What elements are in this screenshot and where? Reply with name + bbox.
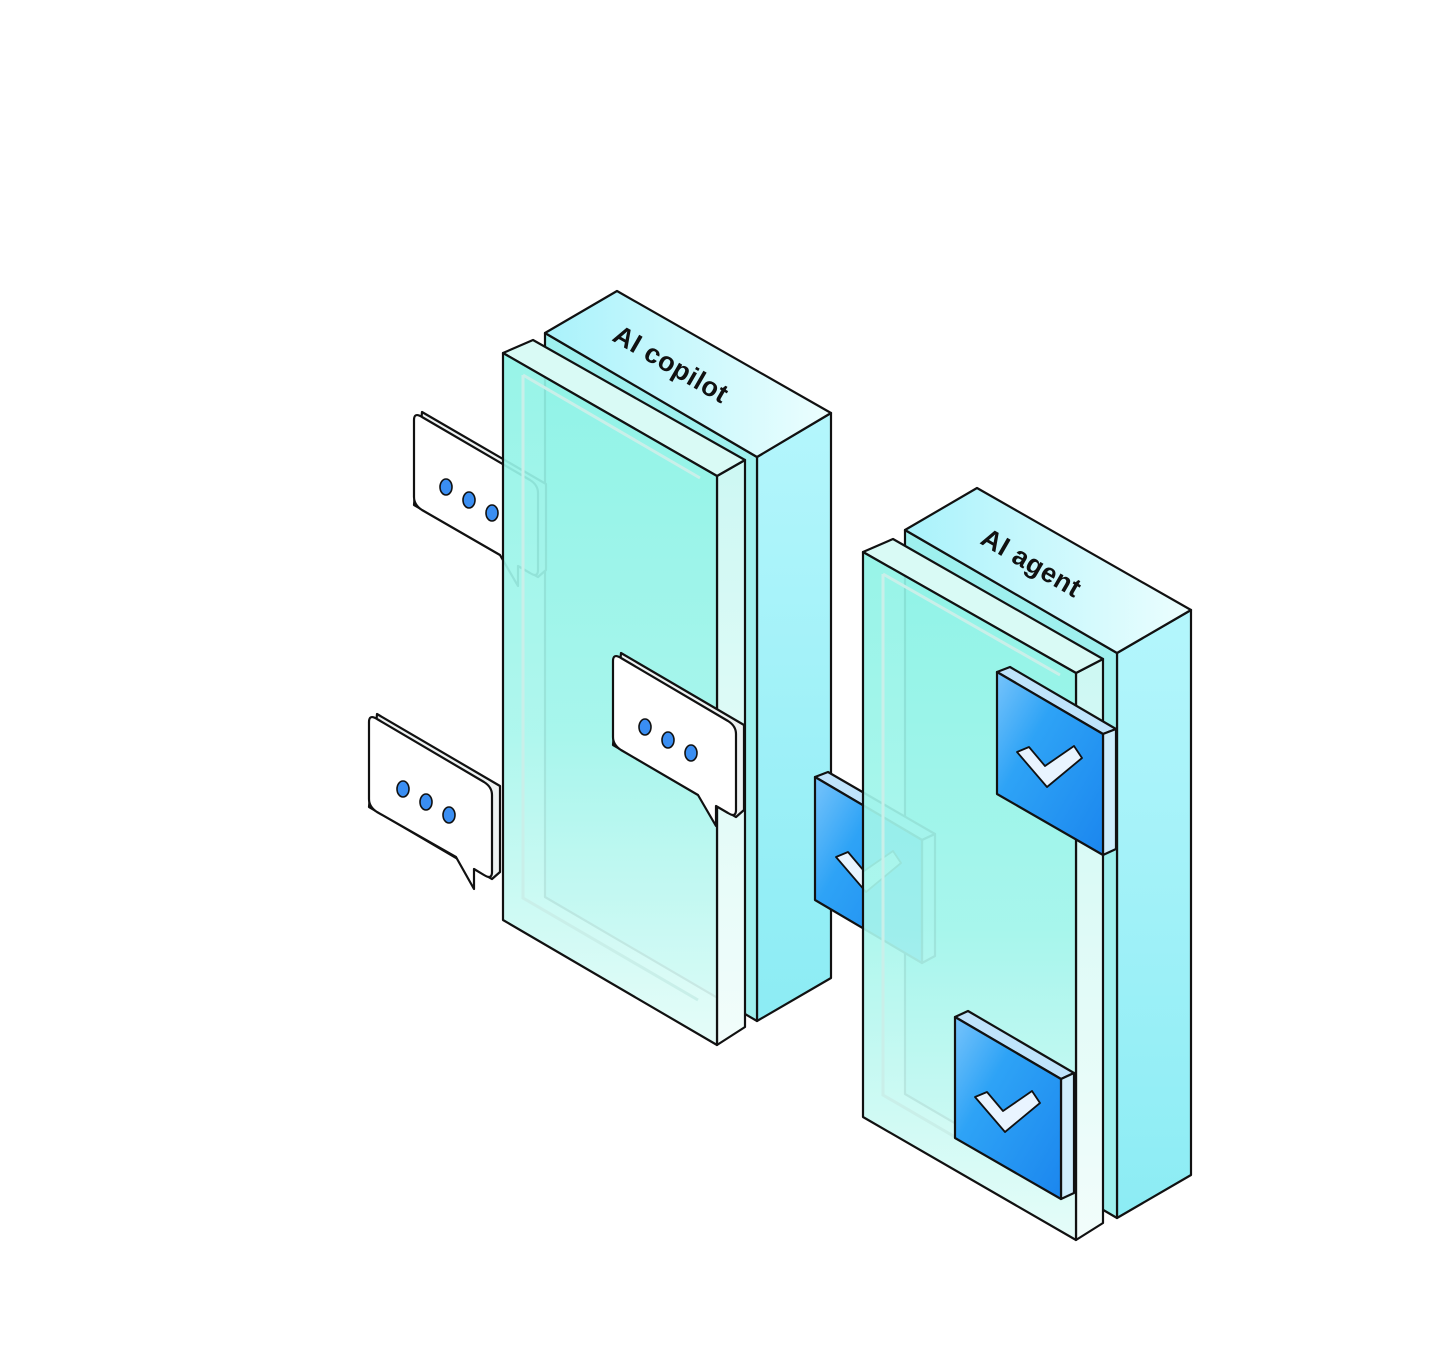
chat-bubble-icon xyxy=(611,651,746,828)
copilot-panel-face xyxy=(501,351,719,1047)
ai-agent-group: AI agent xyxy=(813,486,1193,1242)
agent-box-top xyxy=(903,486,1193,655)
dot-icon xyxy=(661,731,675,749)
checkmark-tile-icon xyxy=(995,665,1118,857)
copilot-box-side xyxy=(755,411,833,1023)
dot-icon xyxy=(638,718,652,736)
copilot-box-top xyxy=(543,289,833,459)
chat-bubble-icon xyxy=(367,712,502,891)
dot-icon xyxy=(419,793,433,811)
dot-icon xyxy=(485,504,499,522)
checkmark-tile-icon xyxy=(953,1009,1076,1201)
copilot-glass-panel xyxy=(501,338,747,1047)
dot-icon xyxy=(396,780,410,798)
dot-icon xyxy=(684,744,698,762)
ai-copilot-group: AI copilot xyxy=(367,289,833,1047)
dot-icon xyxy=(442,806,456,824)
dot-icon xyxy=(462,491,476,509)
agent-box-side xyxy=(1115,608,1193,1220)
dot-icon xyxy=(439,478,453,496)
